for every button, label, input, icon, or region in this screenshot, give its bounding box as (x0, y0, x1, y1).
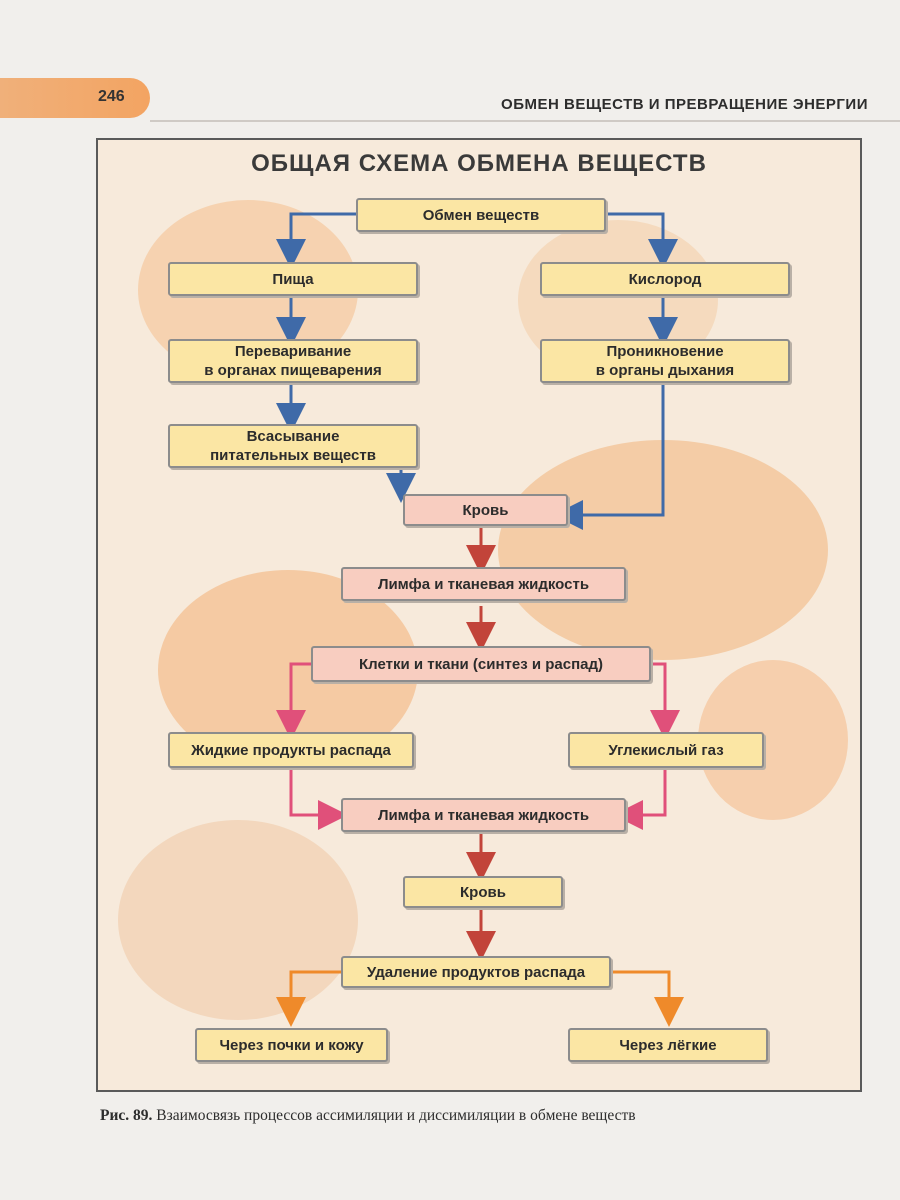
node-liquid-products: Жидкие продукты распада (168, 732, 414, 768)
figure-frame: ОБЩАЯ СХЕМА ОБМЕНА ВЕЩЕСТВ (96, 138, 862, 1092)
caption-label: Рис. 89. (100, 1107, 153, 1124)
node-oxygen: Кислород (540, 262, 790, 296)
caption-text: Взаимосвязь процессов ассимиляции и дисс… (156, 1107, 636, 1124)
page-header: 246 ОБМЕН ВЕЩЕСТВ И ПРЕВРАЩЕНИЕ ЭНЕРГИИ (0, 70, 900, 122)
node-lungs: Через лёгкие (568, 1028, 768, 1062)
header-rule (150, 120, 900, 122)
arrow-liquid-lymph2 (289, 770, 348, 830)
arrow-removal-lungs (611, 970, 684, 1027)
arrow-cells-co2 (650, 662, 680, 740)
arrow-metabolism-oxygen (606, 212, 678, 269)
node-penetration: Проникновение в органы дыхания (540, 339, 790, 383)
node-metabolism: Обмен веществ (356, 198, 606, 232)
node-lymph-1: Лимфа и тканевая жидкость (341, 567, 626, 601)
figure-caption: Рис. 89. Взаимосвязь процессов ассимиляц… (100, 1107, 870, 1125)
node-food: Пища (168, 262, 418, 296)
background-decoration (118, 820, 358, 1020)
page-number-tab (0, 78, 150, 118)
node-kidneys-skin: Через почки и кожу (195, 1028, 388, 1062)
node-absorption: Всасывание питательных веществ (168, 424, 418, 468)
figure-title: ОБЩАЯ СХЕМА ОБМЕНА ВЕЩЕСТВ (251, 150, 707, 177)
node-co2: Углекислый газ (568, 732, 764, 768)
page-number: 246 (98, 88, 125, 105)
running-title: ОБМЕН ВЕЩЕСТВ И ПРЕВРАЩЕНИЕ ЭНЕРГИИ (501, 96, 868, 113)
arrow-cells-liquid (276, 662, 311, 740)
node-blood-1: Кровь (403, 494, 568, 526)
arrow-metabolism-food (276, 212, 356, 269)
arrow-penetration-blood (553, 380, 665, 530)
node-cells-tissues: Клетки и ткани (синтез и распад) (311, 646, 651, 682)
node-removal: Удаление продуктов распада (341, 956, 611, 988)
arrow-co2-lymph2 (613, 770, 667, 830)
node-digestion: Переваривание в органах пищеварения (168, 339, 418, 383)
node-lymph-2: Лимфа и тканевая жидкость (341, 798, 626, 832)
arrow-removal-kidneys (276, 970, 341, 1027)
node-blood-2: Кровь (403, 876, 563, 908)
